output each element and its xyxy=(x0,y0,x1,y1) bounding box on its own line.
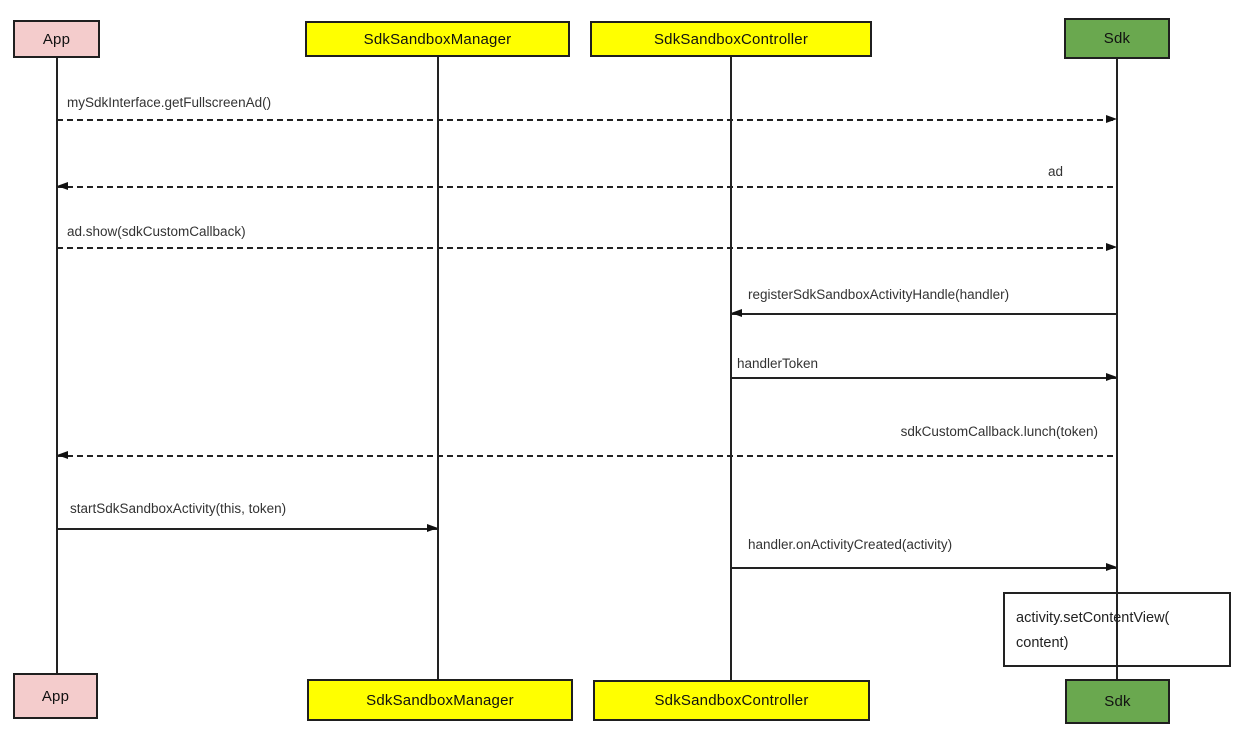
message-7-label: startSdkSandboxActivity(this, token) xyxy=(70,501,287,516)
message-1-line xyxy=(57,119,1117,121)
lifeline-sdksandboxmanager xyxy=(437,57,439,679)
note-line-2: content) xyxy=(1016,635,1069,651)
participant-app-top: App xyxy=(13,20,100,58)
arrowhead-right-icon xyxy=(427,524,438,532)
message-2-line xyxy=(57,186,1117,188)
lifeline-sdksandboxcontroller xyxy=(730,57,732,680)
participant-label: App xyxy=(41,687,70,705)
participant-label: SdkSandboxManager xyxy=(363,30,512,48)
arrowhead-right-icon xyxy=(1106,243,1117,251)
lifeline-sdk xyxy=(1116,59,1118,679)
arrowhead-left-icon xyxy=(57,451,68,459)
arrowhead-left-icon xyxy=(57,182,68,190)
message-6-line xyxy=(57,455,1117,457)
lifeline-app xyxy=(56,58,58,673)
arrowhead-left-icon xyxy=(731,309,742,317)
message-5-line xyxy=(731,377,1117,379)
participant-label: SdkSandboxController xyxy=(653,30,809,48)
participant-label: Sdk xyxy=(1104,693,1131,710)
note-line-1: activity.setContentView( xyxy=(1016,610,1170,626)
message-4-label: registerSdkSandboxActivityHandle(handler… xyxy=(748,287,1010,302)
participant-app-bottom: App xyxy=(13,673,98,719)
message-4-line xyxy=(731,313,1117,315)
participant-controller-bottom: SdkSandboxController xyxy=(593,680,870,721)
message-3-label: ad.show(sdkCustomCallback) xyxy=(67,224,246,239)
arrowhead-right-icon xyxy=(1106,115,1117,123)
participant-label: Sdk xyxy=(1103,30,1131,47)
arrowhead-right-icon xyxy=(1106,563,1117,571)
message-8-line xyxy=(731,567,1117,569)
message-8-label: handler.onActivityCreated(activity) xyxy=(748,537,953,552)
arrowhead-right-icon xyxy=(1106,373,1117,381)
participant-manager-top: SdkSandboxManager xyxy=(305,21,570,57)
participant-sdk-bottom: Sdk xyxy=(1065,679,1170,724)
message-3-line xyxy=(57,247,1117,249)
participant-manager-bottom: SdkSandboxManager xyxy=(307,679,573,721)
message-7-line xyxy=(57,528,438,530)
participant-sdk-top: Sdk xyxy=(1064,18,1170,59)
participant-label: SdkSandboxController xyxy=(654,692,809,709)
message-1-label: mySdkInterface.getFullscreenAd() xyxy=(67,95,272,110)
participant-label: App xyxy=(42,30,71,48)
message-2-label: ad xyxy=(1047,164,1063,179)
message-6-label: sdkCustomCallback.lunch(token) xyxy=(900,424,1098,439)
participant-label: SdkSandboxManager xyxy=(366,691,514,709)
participant-controller-top: SdkSandboxController xyxy=(590,21,872,57)
message-5-label: handlerToken xyxy=(737,356,819,371)
